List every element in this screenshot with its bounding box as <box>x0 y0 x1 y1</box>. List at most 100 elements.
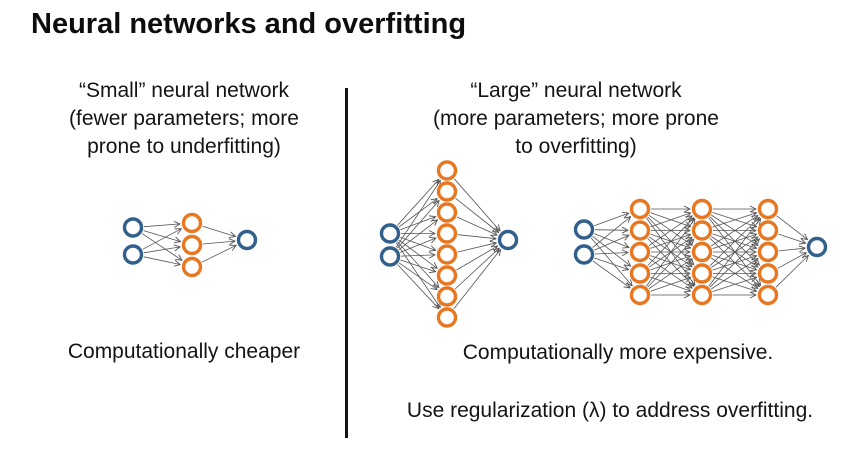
small-network <box>122 212 258 278</box>
network-node <box>757 220 779 241</box>
network-node <box>691 284 713 306</box>
network-edge <box>456 246 498 271</box>
network-edge <box>648 216 692 247</box>
network-node <box>757 241 779 263</box>
network-edge <box>594 253 628 255</box>
network-edge <box>456 216 497 235</box>
network-edge <box>776 215 808 240</box>
large-network-deep <box>573 198 828 306</box>
network-edge <box>594 257 628 270</box>
network-edge <box>712 213 757 228</box>
network-edge <box>141 233 182 261</box>
network-edge <box>775 255 809 288</box>
network-edge <box>712 277 757 292</box>
network-edge <box>201 245 236 263</box>
network-edge <box>397 264 439 309</box>
network-node <box>629 284 651 306</box>
network-edge <box>648 259 692 290</box>
network-edge <box>647 239 694 288</box>
network-node <box>573 244 595 265</box>
network-edge <box>650 213 690 228</box>
network-edge <box>143 256 181 265</box>
network-edge <box>396 201 439 249</box>
network-edge <box>592 260 630 288</box>
network-edge <box>590 237 632 286</box>
network-node <box>629 263 651 284</box>
network-edge <box>457 234 496 239</box>
network-edge <box>592 217 631 248</box>
network-edge <box>454 248 499 290</box>
network-node <box>236 229 258 251</box>
network-edge <box>593 235 629 251</box>
network-node <box>691 220 713 241</box>
network-edge <box>646 219 695 287</box>
network-edge <box>453 178 500 231</box>
network-edge <box>777 253 807 269</box>
network-node <box>436 202 458 223</box>
network-node <box>379 246 401 267</box>
network-edge <box>457 243 497 253</box>
network-edge <box>143 247 180 254</box>
small-heading-line-2: (fewer parameters; more <box>69 107 299 130</box>
network-edge <box>397 241 439 288</box>
network-node <box>436 181 458 202</box>
network-node <box>436 265 458 286</box>
page-title: Neural networks and overfitting <box>31 8 467 40</box>
left-caption: Computationally cheaper <box>67 340 301 363</box>
large-heading-line-1: “Large” neural network <box>470 79 682 102</box>
network-edge <box>400 259 435 272</box>
network-edge <box>710 216 758 247</box>
network-edge <box>650 277 690 292</box>
network-edge <box>710 259 758 290</box>
network-node <box>691 198 713 220</box>
large-heading-line-2: (more parameters; more prone <box>433 107 719 130</box>
network-node <box>757 198 779 220</box>
network-edge <box>400 238 436 253</box>
network-node <box>379 223 401 244</box>
network-edge <box>594 230 628 231</box>
network-edge <box>395 181 440 248</box>
network-edge <box>594 233 629 248</box>
right-caption: Computationally more expensive. <box>462 341 774 364</box>
network-node <box>122 217 144 238</box>
network-edge <box>398 262 437 290</box>
regularization-note: Use regularization (λ) to address overfi… <box>406 399 814 422</box>
network-edge <box>708 219 761 287</box>
network-edge <box>202 225 236 236</box>
network-edge <box>455 197 499 232</box>
network-node <box>181 234 203 256</box>
network-edge <box>143 230 181 242</box>
network-edge <box>647 218 694 266</box>
network-edge <box>397 179 439 226</box>
network-node <box>573 219 595 240</box>
network-node <box>629 220 651 241</box>
network-edge <box>398 220 438 251</box>
network-edge <box>400 255 435 256</box>
network-edge <box>398 199 437 228</box>
network-edge <box>594 213 628 227</box>
network-edge <box>400 217 435 231</box>
network-node <box>691 263 713 284</box>
large-network-heading: “Large” neural network (more parameters;… <box>395 77 757 161</box>
small-network-heading: “Small” neural network (fewer parameters… <box>28 77 340 161</box>
large-heading-line-3: to overfitting) <box>515 135 637 158</box>
section-divider <box>345 88 348 438</box>
network-node <box>629 241 651 263</box>
small-heading-line-3: prone to underfitting) <box>87 135 281 158</box>
network-node <box>181 212 203 234</box>
network-edge <box>143 224 180 227</box>
network-node <box>436 160 458 181</box>
network-node <box>436 244 458 265</box>
network-edge <box>142 229 182 250</box>
large-network-wide <box>379 160 519 328</box>
network-edge <box>592 235 631 266</box>
network-node <box>691 241 713 263</box>
network-node <box>122 244 144 265</box>
network-node <box>436 286 458 307</box>
network-node <box>181 256 203 278</box>
network-edge <box>400 236 435 250</box>
small-heading-line-1: “Small” neural network <box>78 79 290 102</box>
network-node <box>436 223 458 244</box>
network-node <box>757 284 779 306</box>
